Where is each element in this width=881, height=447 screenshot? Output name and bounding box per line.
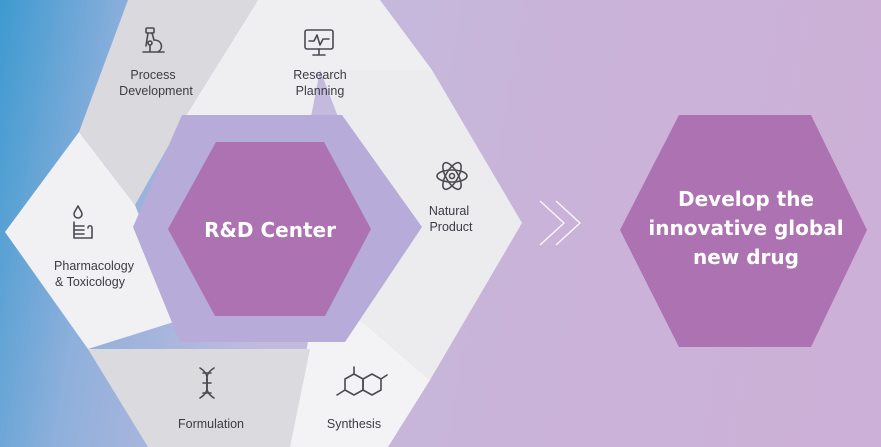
microscope-icon (142, 27, 165, 53)
svg-text:Development: Development (119, 84, 193, 98)
segment-process-development[interactable] (79, 0, 258, 205)
center-label: R&D Center (204, 218, 336, 242)
svg-text:Formulation: Formulation (178, 417, 244, 431)
svg-text:new drug: new drug (693, 245, 799, 269)
svg-text:Process: Process (130, 68, 175, 82)
segment-research-planning[interactable] (182, 0, 432, 122)
svg-text:innovative global: innovative global (648, 216, 843, 240)
monitor-pulse-icon (304, 29, 334, 56)
hand-drop-icon (73, 205, 93, 239)
dna-icon (199, 367, 215, 399)
svg-text:Research: Research (293, 68, 347, 82)
natural-product-label: Natural Product (429, 204, 473, 234)
goal-label: Develop the innovative global new drug (648, 187, 843, 269)
process-development-label: Process Development (119, 68, 193, 98)
goal-hexagon[interactable] (620, 115, 867, 347)
segment-pharmacology-toxicology[interactable] (5, 132, 180, 349)
research-planning-label: Research Planning (293, 68, 347, 98)
center-hexagon[interactable] (168, 142, 371, 316)
svg-text:Product: Product (429, 220, 473, 234)
svg-text:Develop the: Develop the (678, 187, 814, 211)
double-chevron-right-icon (539, 200, 582, 246)
svg-text:Synthesis: Synthesis (327, 417, 381, 431)
molecule-icon (336, 366, 388, 396)
formulation-label: Formulation (178, 417, 244, 431)
svg-text:Natural: Natural (429, 204, 469, 218)
segment-formulation[interactable] (88, 349, 310, 447)
svg-text:& Toxicology: & Toxicology (55, 275, 126, 289)
segment-synthesis[interactable] (290, 320, 430, 447)
atom-icon (436, 161, 468, 191)
svg-text:Planning: Planning (296, 84, 345, 98)
synthesis-label: Synthesis (327, 417, 381, 431)
pharmacology-toxicology-label: Pharmacology & Toxicology (54, 259, 135, 289)
svg-text:Pharmacology: Pharmacology (54, 259, 135, 273)
